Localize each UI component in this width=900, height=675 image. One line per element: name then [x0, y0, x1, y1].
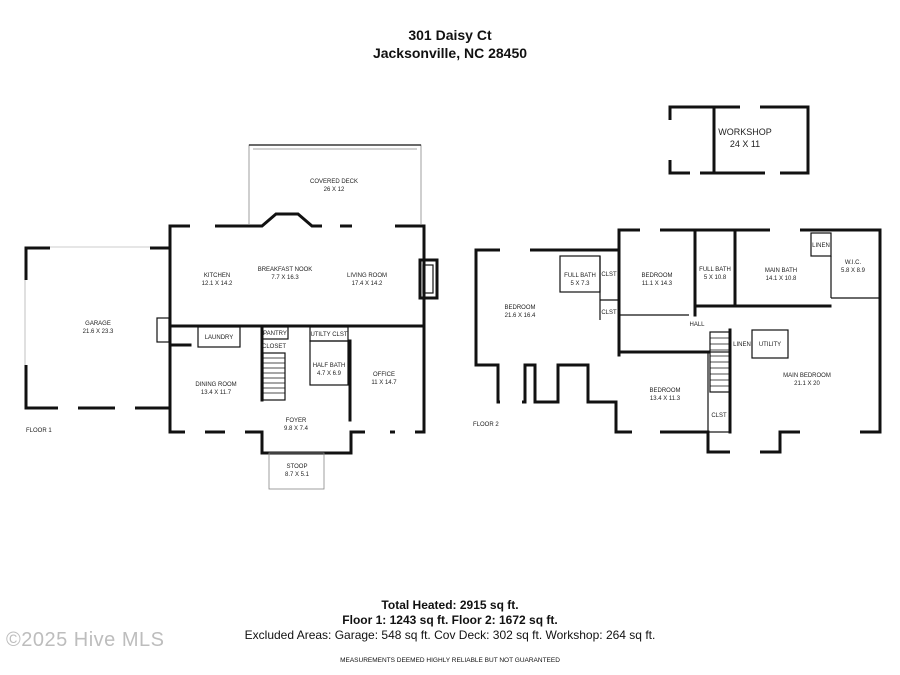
utility-closet-label: UTILTY CLST — [310, 332, 347, 338]
covered-deck-dims: 26 X 12 — [324, 187, 345, 193]
full-bath-b-dims: 5 X 10.8 — [704, 275, 727, 281]
excluded-areas-text: Excluded Areas: Garage: 548 sq ft. Cov D… — [244, 628, 656, 642]
address-line-1: 301 Daisy Ct — [408, 27, 492, 43]
office-label: OFFICE — [373, 372, 395, 378]
living-room-label: LIVING ROOM — [347, 273, 387, 279]
closet-label: CLOSET — [262, 344, 286, 350]
dining-room-dims: 13.4 X 11.7 — [201, 390, 232, 396]
half-bath-dims: 4.7 X 6.9 — [317, 371, 342, 377]
fireplace — [418, 258, 439, 300]
foyer-dims: 9.8 X 7.4 — [284, 426, 309, 432]
wic-label: W.I.C. — [845, 260, 862, 266]
floor-2-label: FLOOR 2 — [473, 422, 499, 428]
hall-label: HALL — [689, 322, 705, 328]
foyer-label: FOYER — [286, 418, 307, 424]
breakfast-nook-label: BREAKFAST NOOK — [258, 267, 313, 273]
disclaimer-text: MEASUREMENTS DEEMED HIGHLY RELIABLE BUT … — [340, 657, 560, 664]
kitchen-label: KITCHEN — [204, 273, 230, 279]
laundry-label: LAUNDRY — [205, 335, 234, 341]
main-bath-dims: 14.1 X 10.8 — [766, 276, 797, 282]
garage-outline — [24, 246, 172, 410]
stoop-label: STOOP — [287, 464, 308, 470]
clst-b-label: CLST — [601, 310, 617, 316]
total-heated-text: Total Heated: 2915 sq ft. — [381, 598, 519, 612]
floor-1-plan: COVERED DECK 26 X 12 KITCHEN 12.1 X 14.2… — [24, 144, 439, 490]
breakfast-nook-dims: 7.7 X 16.3 — [271, 275, 299, 281]
main-bedroom-dims: 21.1 X 20 — [794, 381, 820, 387]
bedroom-c-dims: 13.4 X 11.3 — [650, 396, 681, 402]
floor-1-outer-wall — [168, 212, 426, 328]
linen-a-label: LINEN — [812, 243, 830, 249]
address-line-2: Jacksonville, NC 28450 — [372, 45, 528, 61]
stoop-dims: 8.7 X 5.1 — [285, 472, 310, 478]
kitchen-dims: 12.1 X 14.2 — [202, 281, 233, 287]
clst-a-label: CLST — [601, 272, 617, 278]
workshop-dims: 24 X 11 — [730, 139, 760, 149]
bedroom-a-dims: 21.6 X 16.4 — [505, 313, 536, 319]
full-bath-a-dims: 5 X 7.3 — [570, 281, 590, 287]
main-bedroom-label: MAIN BEDROOM — [783, 373, 831, 379]
garage-dims: 21.6 X 23.3 — [83, 329, 114, 335]
bedroom-b-dims: 11.1 X 14.3 — [642, 281, 673, 287]
floor-areas-text: Floor 1: 1243 sq ft. Floor 2: 1672 sq ft… — [342, 613, 558, 627]
wic-dims: 5.8 X 8.9 — [841, 268, 866, 274]
covered-deck-label: COVERED DECK — [310, 179, 358, 185]
bedroom-c-label: BEDROOM — [649, 388, 680, 394]
workshop-label: WORKSHOP — [718, 127, 772, 137]
living-room-dims: 17.4 X 14.2 — [352, 281, 383, 287]
floor-2-plan: BEDROOM 21.6 X 16.4 FULL BATH 5 X 7.3 CL… — [473, 228, 882, 454]
full-bath-a-label: FULL BATH — [564, 273, 596, 279]
pantry-label: PANTRY — [263, 331, 287, 337]
office-dims: 11 X 14.7 — [371, 380, 397, 386]
stoop-outline — [268, 452, 325, 490]
half-bath-label: HALF BATH — [313, 363, 346, 369]
main-bath-label: MAIN BATH — [765, 268, 797, 274]
full-bath-b-label: FULL BATH — [699, 267, 731, 273]
mls-watermark: ©2025 Hive MLS — [6, 629, 165, 651]
clst-c-label: CLST — [711, 413, 727, 419]
workshop-plan: WORKSHOP 24 X 11 — [668, 105, 810, 175]
floor-1-label: FLOOR 1 — [26, 428, 52, 434]
linen-b-label: LINEN — [733, 342, 751, 348]
bedroom-b-label: BEDROOM — [641, 273, 672, 279]
bedroom-a-label: BEDROOM — [504, 305, 535, 311]
garage-label: GARAGE — [85, 321, 111, 327]
utility-label: UTILITY — [759, 342, 781, 348]
dining-room-label: DINING ROOM — [195, 382, 236, 388]
